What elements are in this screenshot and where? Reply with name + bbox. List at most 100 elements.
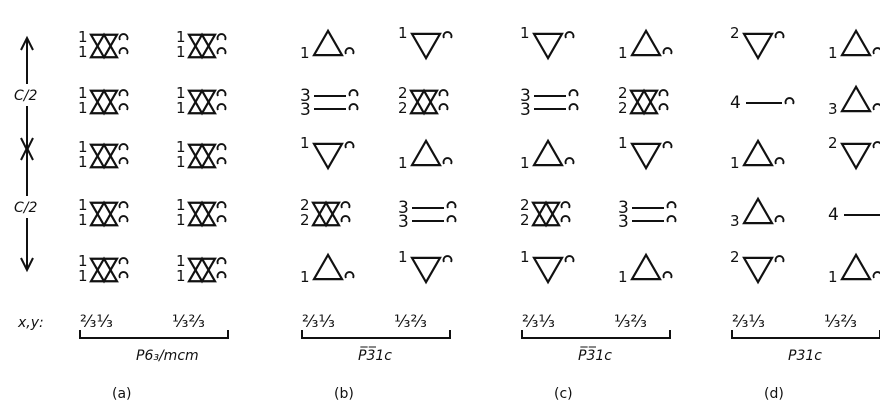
hook bbox=[775, 158, 783, 164]
up-triangle bbox=[842, 31, 870, 55]
layer-a-3-1: 11 bbox=[78, 138, 128, 171]
layer-label-bottom: 1 bbox=[176, 43, 186, 61]
layer-c-2-1: 33 bbox=[520, 86, 578, 120]
layer-label: 1 bbox=[520, 154, 530, 172]
down-triangle bbox=[189, 91, 215, 114]
up-triangle bbox=[91, 203, 117, 226]
layer-label: 2 bbox=[730, 24, 740, 42]
down-triangle bbox=[842, 144, 870, 168]
hook bbox=[874, 142, 880, 148]
hook-bottom bbox=[120, 104, 128, 110]
layer-a-5-2: 11 bbox=[176, 252, 226, 285]
hook-bottom bbox=[120, 272, 128, 278]
hook-bottom bbox=[120, 158, 128, 164]
layer-label: 3 bbox=[828, 100, 838, 118]
space-group-label: P31c bbox=[788, 348, 822, 364]
hook-top bbox=[120, 34, 128, 40]
layer-b-3-1: 1 bbox=[300, 134, 354, 168]
down-triangle bbox=[314, 144, 342, 168]
hook bbox=[345, 48, 353, 54]
coord-left: ²⁄₃¹⁄₃ bbox=[732, 312, 765, 332]
down-triangle bbox=[631, 91, 657, 114]
hook-top bbox=[217, 34, 225, 40]
down-triangle bbox=[313, 203, 339, 226]
layer-d-5-2: 1 bbox=[828, 255, 880, 286]
hook bbox=[664, 142, 672, 148]
down-triangle bbox=[411, 91, 437, 114]
hook bbox=[874, 272, 880, 278]
hook-bottom bbox=[562, 216, 570, 222]
layer-c-5-1: 1 bbox=[520, 248, 574, 282]
layer-c-3-2: 1 bbox=[618, 134, 672, 168]
layer-label: 4 bbox=[730, 93, 741, 113]
layer-label-bottom: 2 bbox=[520, 211, 530, 229]
layer-d-3-2: 2 bbox=[828, 134, 880, 168]
layer-label: 4 bbox=[828, 205, 839, 225]
down-triangle bbox=[91, 35, 117, 58]
hook-top bbox=[668, 202, 676, 208]
hook bbox=[444, 256, 452, 262]
hook bbox=[874, 48, 880, 54]
panel-letter: (b) bbox=[334, 386, 354, 402]
up-triangle bbox=[412, 141, 440, 165]
layer-d-1-2: 1 bbox=[828, 31, 880, 62]
hook bbox=[775, 32, 783, 38]
hook-bottom bbox=[439, 104, 447, 110]
hook-bottom bbox=[217, 104, 225, 110]
layer-label: 1 bbox=[520, 248, 530, 266]
up-triangle bbox=[631, 91, 657, 114]
hook-top bbox=[120, 258, 128, 264]
hook-bottom bbox=[217, 216, 225, 222]
hook bbox=[444, 32, 452, 38]
hook bbox=[345, 272, 353, 278]
c-axis bbox=[21, 38, 33, 270]
layer-a-2-2: 11 bbox=[176, 84, 226, 117]
down-triangle bbox=[412, 258, 440, 282]
hook-bottom bbox=[120, 48, 128, 54]
hook-bottom bbox=[668, 216, 676, 222]
coord-right: ¹⁄₃²⁄₃ bbox=[824, 312, 857, 332]
layer-label-bottom: 3 bbox=[300, 100, 311, 120]
hook-top bbox=[342, 202, 350, 208]
layer-label-bottom: 1 bbox=[176, 153, 186, 171]
layer-label: 1 bbox=[300, 44, 310, 62]
layer-label-bottom: 2 bbox=[618, 99, 628, 117]
down-triangle bbox=[412, 34, 440, 58]
hook-top bbox=[217, 144, 225, 150]
layer-a-1-2: 11 bbox=[176, 28, 226, 61]
down-triangle bbox=[91, 145, 117, 168]
layer-label-bottom: 1 bbox=[176, 267, 186, 285]
layer-label-bottom: 1 bbox=[78, 99, 88, 117]
layer-label: 1 bbox=[398, 154, 408, 172]
hook-bottom bbox=[659, 104, 667, 110]
xy-label: x,y: bbox=[17, 315, 44, 331]
up-triangle bbox=[533, 203, 559, 226]
layer-label: 2 bbox=[730, 248, 740, 266]
up-triangle bbox=[189, 259, 215, 282]
hook-bottom bbox=[448, 216, 456, 222]
down-triangle bbox=[534, 258, 562, 282]
up-triangle bbox=[314, 31, 342, 55]
up-triangle bbox=[744, 141, 772, 165]
layer-c-5-2: 1 bbox=[618, 255, 672, 286]
up-triangle bbox=[411, 91, 437, 114]
down-triangle bbox=[91, 203, 117, 226]
layer-a-4-1: 11 bbox=[78, 196, 128, 229]
up-triangle bbox=[632, 255, 660, 279]
hook-top bbox=[120, 90, 128, 96]
layer-c-4-2: 33 bbox=[618, 198, 676, 232]
hook-bottom bbox=[350, 104, 358, 110]
layer-c-4-1: 22 bbox=[520, 196, 570, 229]
layer-b-5-1: 1 bbox=[300, 255, 354, 286]
up-triangle bbox=[744, 199, 772, 223]
panel-letter: (a) bbox=[112, 386, 132, 402]
layer-b-2-2: 22 bbox=[398, 84, 448, 117]
layer-b-4-1: 22 bbox=[300, 196, 350, 229]
up-triangle bbox=[534, 141, 562, 165]
layer-label: 1 bbox=[828, 44, 838, 62]
coord-right: ¹⁄₃²⁄₃ bbox=[172, 312, 205, 332]
